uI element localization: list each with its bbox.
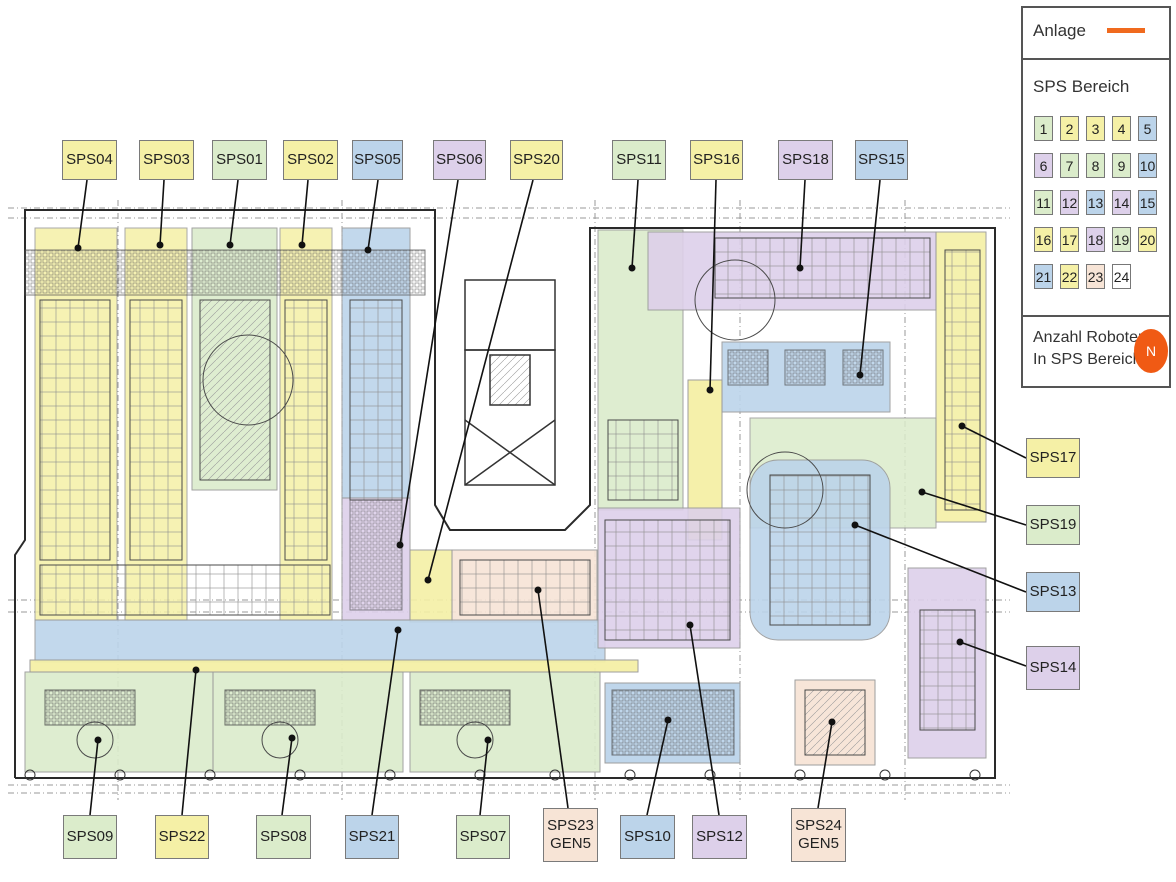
legend-cell-1: 1 [1034,116,1053,141]
legend-cell-8: 8 [1086,153,1105,178]
legend-robots-section: Anzahl Roboter In SPS Bereich N [1023,317,1169,387]
legend-cell-24: 24 [1112,264,1131,289]
legend-cell-18: 18 [1086,227,1105,252]
zone-sps21 [34,619,606,663]
label-sps13: SPS13 [1026,572,1080,612]
label-sps18: SPS18 [778,140,833,180]
stairwell-structure [464,279,556,486]
leader-arrowheads [74,241,966,744]
legend-cell-4: 4 [1112,116,1131,141]
legend-cell-3: 3 [1086,116,1105,141]
label-sps05: SPS05 [352,140,403,180]
label-sps12: SPS12 [692,815,747,859]
legend-anlage-swatch [1107,28,1145,33]
zone-sps22 [29,659,639,673]
legend-cell-12: 12 [1060,190,1079,215]
label-sps16: SPS16 [690,140,743,180]
label-sps10: SPS10 [620,815,675,859]
column-markers [24,769,981,781]
zone-sps20 [409,549,453,623]
legend-anlage-section: Anlage [1023,8,1169,60]
label-sps08: SPS08 [256,815,311,859]
legend-cell-22: 22 [1060,264,1079,289]
robot-count-badge: N [1134,329,1168,373]
legend-cell-13: 13 [1086,190,1105,215]
label-sps19: SPS19 [1026,505,1080,545]
leader-lines [77,179,1027,816]
legend-cell-5: 5 [1138,116,1157,141]
label-sps02: SPS02 [283,140,338,180]
legend-cell-6: 6 [1034,153,1053,178]
building-outline [14,209,996,779]
legend-cell-10: 10 [1138,153,1157,178]
legend-robots-label: Anzahl Roboter In SPS Bereich [1033,329,1144,368]
label-sps23: SPS23 GEN5 [543,808,598,862]
label-sps06: SPS06 [433,140,486,180]
label-sps24: SPS24 GEN5 [791,808,846,862]
legend-cell-19: 19 [1112,227,1131,252]
label-sps21: SPS21 [345,815,399,859]
legend-cell-14: 14 [1112,190,1131,215]
legend-cell-15: 15 [1138,190,1157,215]
machine-details [24,237,981,759]
label-sps01: SPS01 [212,140,267,180]
label-sps14: SPS14 [1026,646,1080,690]
legend-cell-16: 16 [1034,227,1053,252]
label-sps20: SPS20 [510,140,563,180]
legend-cell-20: 20 [1138,227,1157,252]
label-sps04: SPS04 [62,140,117,180]
label-sps22: SPS22 [155,815,209,859]
legend-cell-9: 9 [1112,153,1131,178]
legend-cell-11: 11 [1034,190,1053,215]
label-sps09: SPS09 [63,815,117,859]
legend-cell-2: 2 [1060,116,1079,141]
label-sps15: SPS15 [855,140,908,180]
legend-cell-17: 17 [1060,227,1079,252]
label-sps03: SPS03 [139,140,194,180]
legend-sps-bereich-label: SPS Bereich [1033,77,1130,96]
legend-cell-7: 7 [1060,153,1079,178]
label-sps11: SPS11 [612,140,666,180]
robot-count-badge-text: N [1145,343,1157,359]
legend-anlage-label: Anlage [1033,21,1086,40]
legend-cell-21: 21 [1034,264,1053,289]
label-sps17: SPS17 [1026,438,1080,478]
legend-cell-23: 23 [1086,264,1105,289]
label-sps07: SPS07 [456,815,510,859]
